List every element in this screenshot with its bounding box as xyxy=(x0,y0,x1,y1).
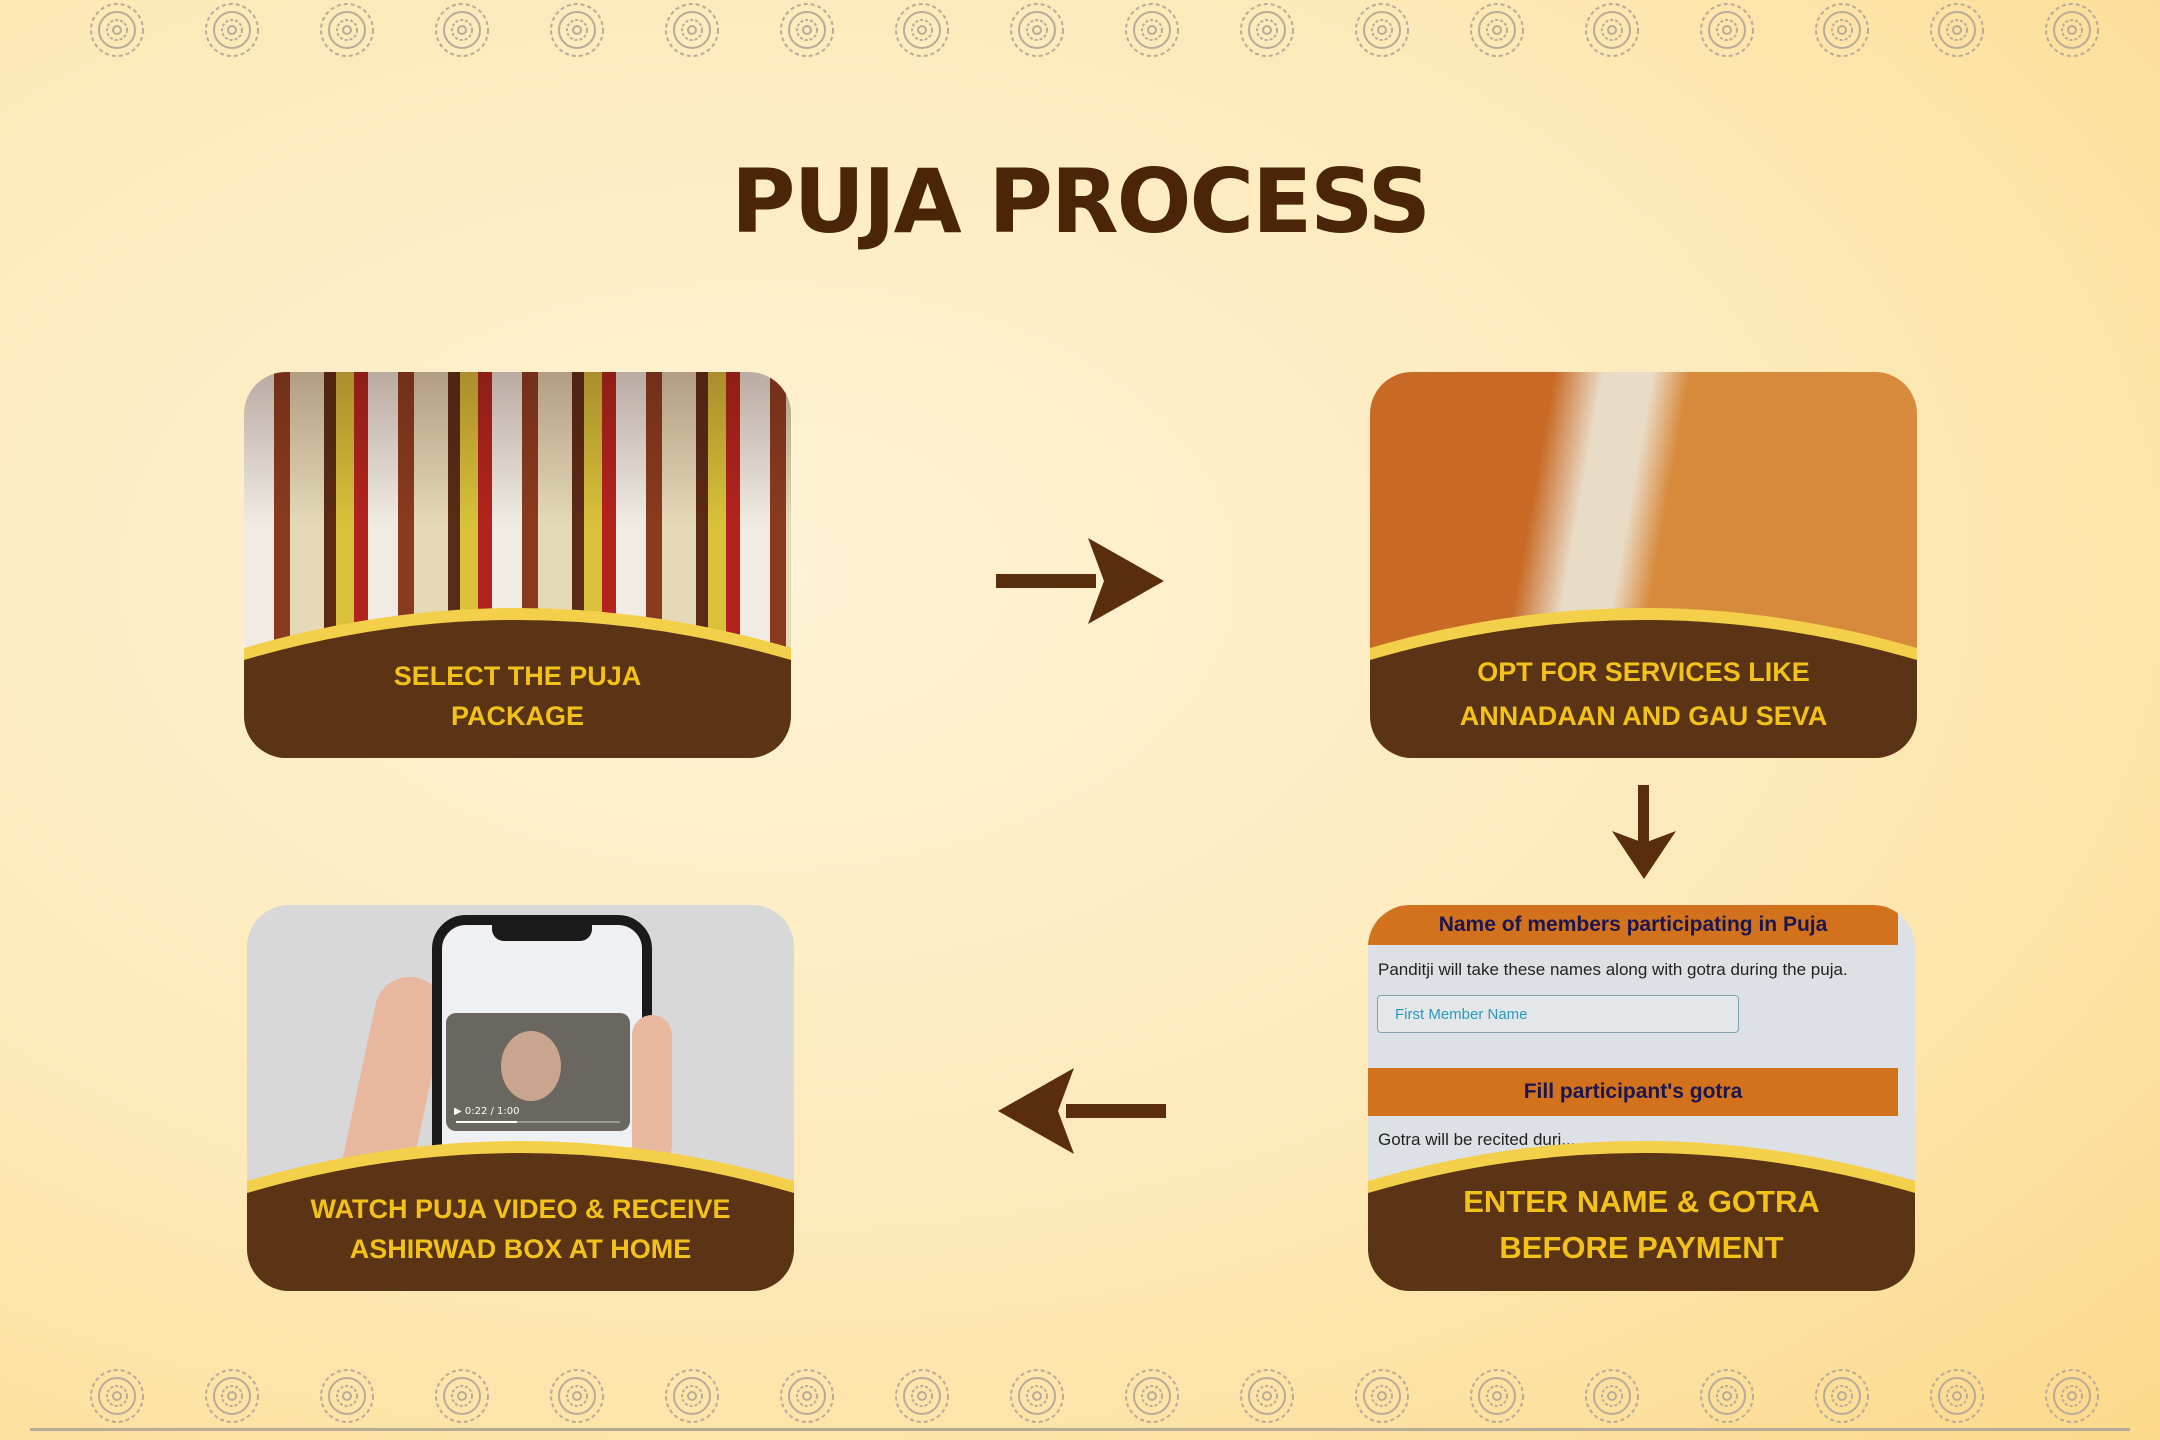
mandala-icon xyxy=(1700,1369,1754,1423)
mandala-icon xyxy=(205,1369,259,1423)
mandala-icon xyxy=(1585,3,1639,57)
mandala-icon xyxy=(1930,3,1984,57)
video-controls[interactable]: ▶ 0:22 / 1:00 xyxy=(454,1106,520,1117)
mandala-icon xyxy=(1240,1369,1294,1423)
mandala-icon xyxy=(320,3,374,57)
caption-dome xyxy=(1368,1141,1915,1291)
mandala-border-top xyxy=(0,0,2160,60)
fingers xyxy=(632,1015,672,1165)
caption-line: SELECT THE PUJA xyxy=(393,661,642,691)
mandala-icon xyxy=(780,1369,834,1423)
mandala-icon xyxy=(895,1369,949,1423)
mandala-icon xyxy=(1930,1369,1984,1423)
mandala-icon xyxy=(1470,3,1524,57)
mandala-icon xyxy=(1355,3,1409,57)
mandala-icon xyxy=(780,3,834,57)
step-card-enter-name-gotra: Name of members participating in Puja Pa… xyxy=(1368,905,1915,1291)
caption-line: OPT FOR SERVICES LIKE xyxy=(1477,657,1810,687)
mandala-icon xyxy=(320,1369,374,1423)
mandala-icon xyxy=(435,1369,489,1423)
caption-line: PACKAGE xyxy=(450,701,584,731)
mandala-icon xyxy=(90,1369,144,1423)
gotra-header: Fill participant's gotra xyxy=(1368,1068,1898,1116)
step-card-select-package: SELECT THE PUJA PACKAGE xyxy=(244,372,791,758)
mandala-icon xyxy=(1585,1369,1639,1423)
caption-line: BEFORE PAYMENT xyxy=(1499,1230,1784,1265)
phone-notch xyxy=(492,923,592,941)
mandala-icon xyxy=(665,3,719,57)
mandala-icon xyxy=(1010,3,1064,57)
mandala-icon xyxy=(2045,3,2099,57)
step-caption: WATCH PUJA VIDEO & RECEIVE ASHIRWAD BOX A… xyxy=(247,1189,794,1269)
mandala-border-bottom xyxy=(0,1366,2160,1426)
mandala-icon xyxy=(90,3,144,57)
mandala-icon xyxy=(1355,1369,1409,1423)
mandala-icon xyxy=(2045,1369,2099,1423)
member-name-input[interactable]: First Member Name xyxy=(1377,995,1739,1033)
mandala-icon xyxy=(895,3,949,57)
video-player[interactable]: ▶ 0:22 / 1:00 xyxy=(446,1013,630,1131)
step-card-watch-video: ▶ 0:22 / 1:00 WATCH PUJA VIDEO & RECEIVE… xyxy=(247,905,794,1291)
mandala-icon xyxy=(1815,1369,1869,1423)
step-card-services: OPT FOR SERVICES LIKE ANNADAAN AND GAU SE… xyxy=(1370,372,1917,758)
caption-dome xyxy=(247,1141,794,1291)
arrow-right-icon xyxy=(996,538,1164,624)
mandala-icon xyxy=(1815,3,1869,57)
mandala-icon xyxy=(665,1369,719,1423)
video-progress[interactable] xyxy=(456,1121,620,1123)
step-caption: OPT FOR SERVICES LIKE ANNADAAN AND GAU SE… xyxy=(1370,650,1917,738)
arrow-down-icon xyxy=(1612,785,1676,879)
caption-line: ANNADAAN AND GAU SEVA xyxy=(1459,701,1828,731)
mandala-icon xyxy=(205,3,259,57)
caption-dome xyxy=(1370,608,1917,758)
caption-dome xyxy=(244,608,791,758)
mandala-icon xyxy=(550,3,604,57)
play-icon[interactable]: ▶ xyxy=(454,1106,465,1117)
phone: ▶ 0:22 / 1:00 xyxy=(432,915,652,1195)
mandala-icon xyxy=(1125,3,1179,57)
mandala-icon xyxy=(435,3,489,57)
gotra-text: Gotra will be recited duri... xyxy=(1378,1130,1576,1149)
members-header: Name of members participating in Puja xyxy=(1368,905,1898,945)
mandala-icon xyxy=(1240,3,1294,57)
page-title: PUJA PROCESS xyxy=(730,150,1431,253)
caption-line: WATCH PUJA VIDEO & RECEIVE xyxy=(310,1194,731,1224)
caption-line: ASHIRWAD BOX AT HOME xyxy=(349,1234,692,1264)
video-time: 0:22 / 1:00 xyxy=(464,1106,520,1117)
arrow-left-icon xyxy=(998,1068,1166,1154)
divider xyxy=(30,1428,2130,1431)
mandala-icon xyxy=(1470,1369,1524,1423)
step-caption: SELECT THE PUJA PACKAGE xyxy=(244,656,791,736)
video-progress-fill xyxy=(456,1121,517,1123)
mandala-icon xyxy=(1010,1369,1064,1423)
mandala-icon xyxy=(550,1369,604,1423)
mandala-icon xyxy=(1700,3,1754,57)
mandala-icon xyxy=(1125,1369,1179,1423)
members-text: Panditji will take these names along wit… xyxy=(1378,960,1848,979)
caption-line: ENTER NAME & GOTRA xyxy=(1463,1184,1820,1219)
video-frame xyxy=(501,1031,561,1101)
step-caption: ENTER NAME & GOTRA BEFORE PAYMENT xyxy=(1368,1179,1915,1271)
